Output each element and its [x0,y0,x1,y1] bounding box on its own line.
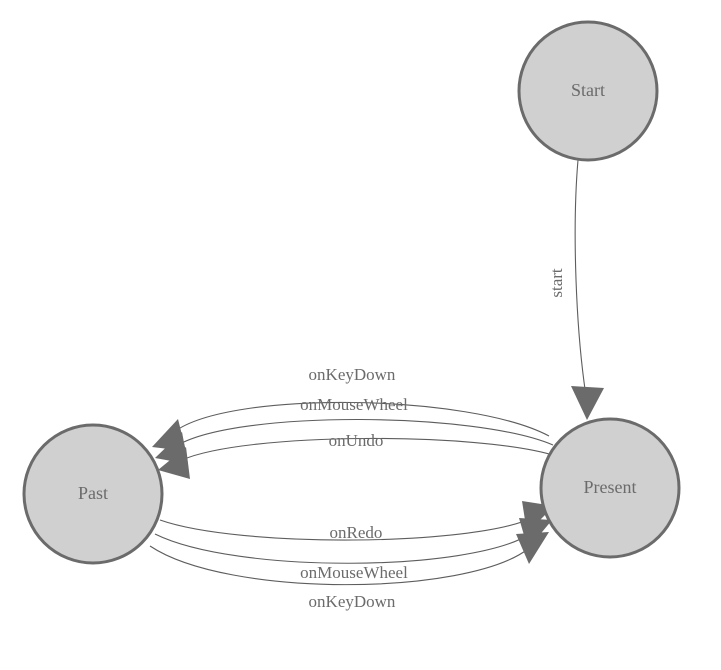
arrowhead-present-to-past-onundo [158,447,190,479]
edge-label-present-to-past-onundo: onUndo [329,431,384,450]
edge-path-past-to-present-onredo [159,517,533,541]
node-present-label: Present [584,477,637,497]
node-start-circle[interactable] [517,20,659,162]
edge-label-past-to-present-onkeydown: onKeyDown [309,592,396,611]
edge-label-start: start [547,268,566,298]
edge-path-past-to-present-onkeydown [149,545,529,586]
edge-present-to-past-onundo[interactable] [158,437,557,479]
edge-past-to-present-onkeydown[interactable] [149,532,549,586]
edge-layer [149,159,604,586]
edge-label-layer: start onKeyDown onMouseWheel onUndo onRe… [300,268,566,611]
node-present-circle[interactable] [539,417,681,559]
edge-path-past-to-present-onmousewheel [154,533,531,564]
edge-path-present-to-past-onundo [181,437,557,461]
arrowhead-start-to-present [571,386,604,420]
node-start-label: Start [571,80,605,100]
edge-path-present-to-past-onkeydown [173,401,550,437]
edge-label-past-to-present-onredo: onRedo [330,523,383,542]
edge-label-present-to-past-onmousewheel: onMouseWheel [300,395,408,414]
edge-path-start-to-present [574,159,587,397]
node-past[interactable]: Past [22,423,164,565]
node-layer: Start Past Present [22,20,681,565]
arrowhead-past-to-present-onkeydown [516,532,549,564]
edge-path-present-to-past-onmousewheel [177,418,554,446]
node-past-circle[interactable] [22,423,164,565]
edge-label-present-to-past-onkeydown: onKeyDown [309,365,396,384]
edge-label-past-to-present-onmousewheel: onMouseWheel [300,563,408,582]
edge-start-to-present[interactable] [571,159,604,420]
node-past-label: Past [78,483,108,503]
node-present[interactable]: Present [539,417,681,559]
node-start[interactable]: Start [517,20,659,162]
